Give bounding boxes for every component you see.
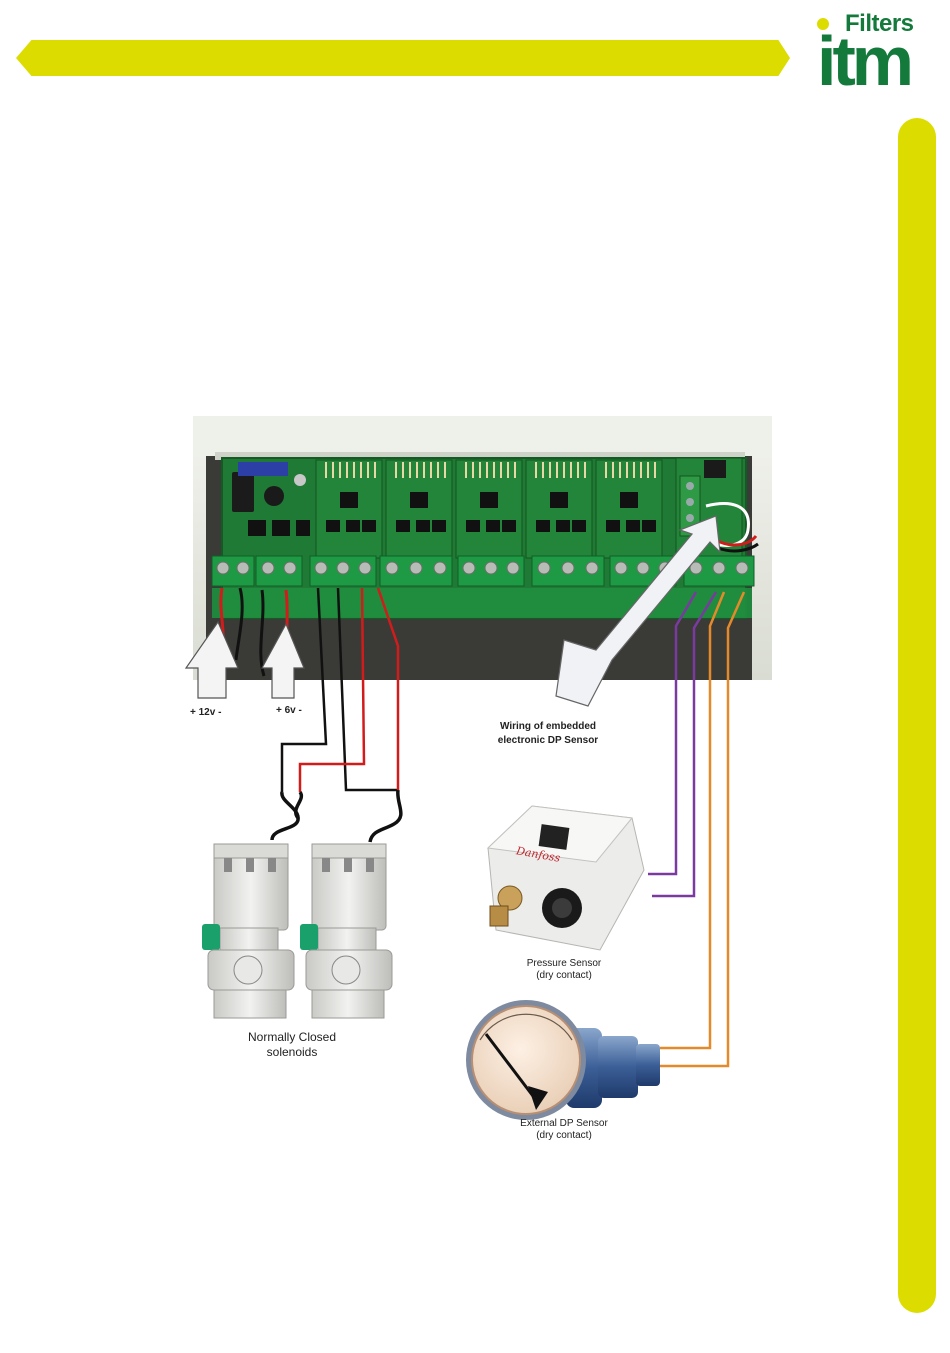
external-sensor-label-line2: (dry contact) — [496, 1130, 632, 1142]
embedded-sensor-label-line2: electronic DP Sensor — [478, 734, 618, 748]
embedded-sensor-label-line1: Wiring of embedded — [478, 720, 618, 734]
solenoids-label-line2: solenoids — [222, 1045, 362, 1060]
solenoid-valve-1 — [202, 844, 294, 1018]
solenoids-label: Normally Closed solenoids — [222, 1030, 362, 1060]
supply-6v-label: + 6v - — [276, 704, 316, 718]
pressure-sensor-label-line2: (dry contact) — [494, 970, 634, 982]
pressure-sensor-label: Pressure Sensor (dry contact) — [494, 958, 634, 982]
embedded-sensor-label: Wiring of embedded electronic DP Sensor — [478, 720, 618, 748]
external-dp-sensor — [466, 1000, 660, 1120]
pressure-sensor — [488, 806, 644, 950]
solenoid-valve-2 — [300, 844, 392, 1018]
external-sensor-label: External DP Sensor (dry contact) — [496, 1118, 632, 1142]
solenoids-label-line1: Normally Closed — [222, 1030, 362, 1045]
supply-12v-label-text: + 12v - — [190, 706, 230, 720]
pressure-sensor-label-line1: Pressure Sensor — [494, 958, 634, 970]
external-sensor-label-line1: External DP Sensor — [496, 1118, 632, 1130]
